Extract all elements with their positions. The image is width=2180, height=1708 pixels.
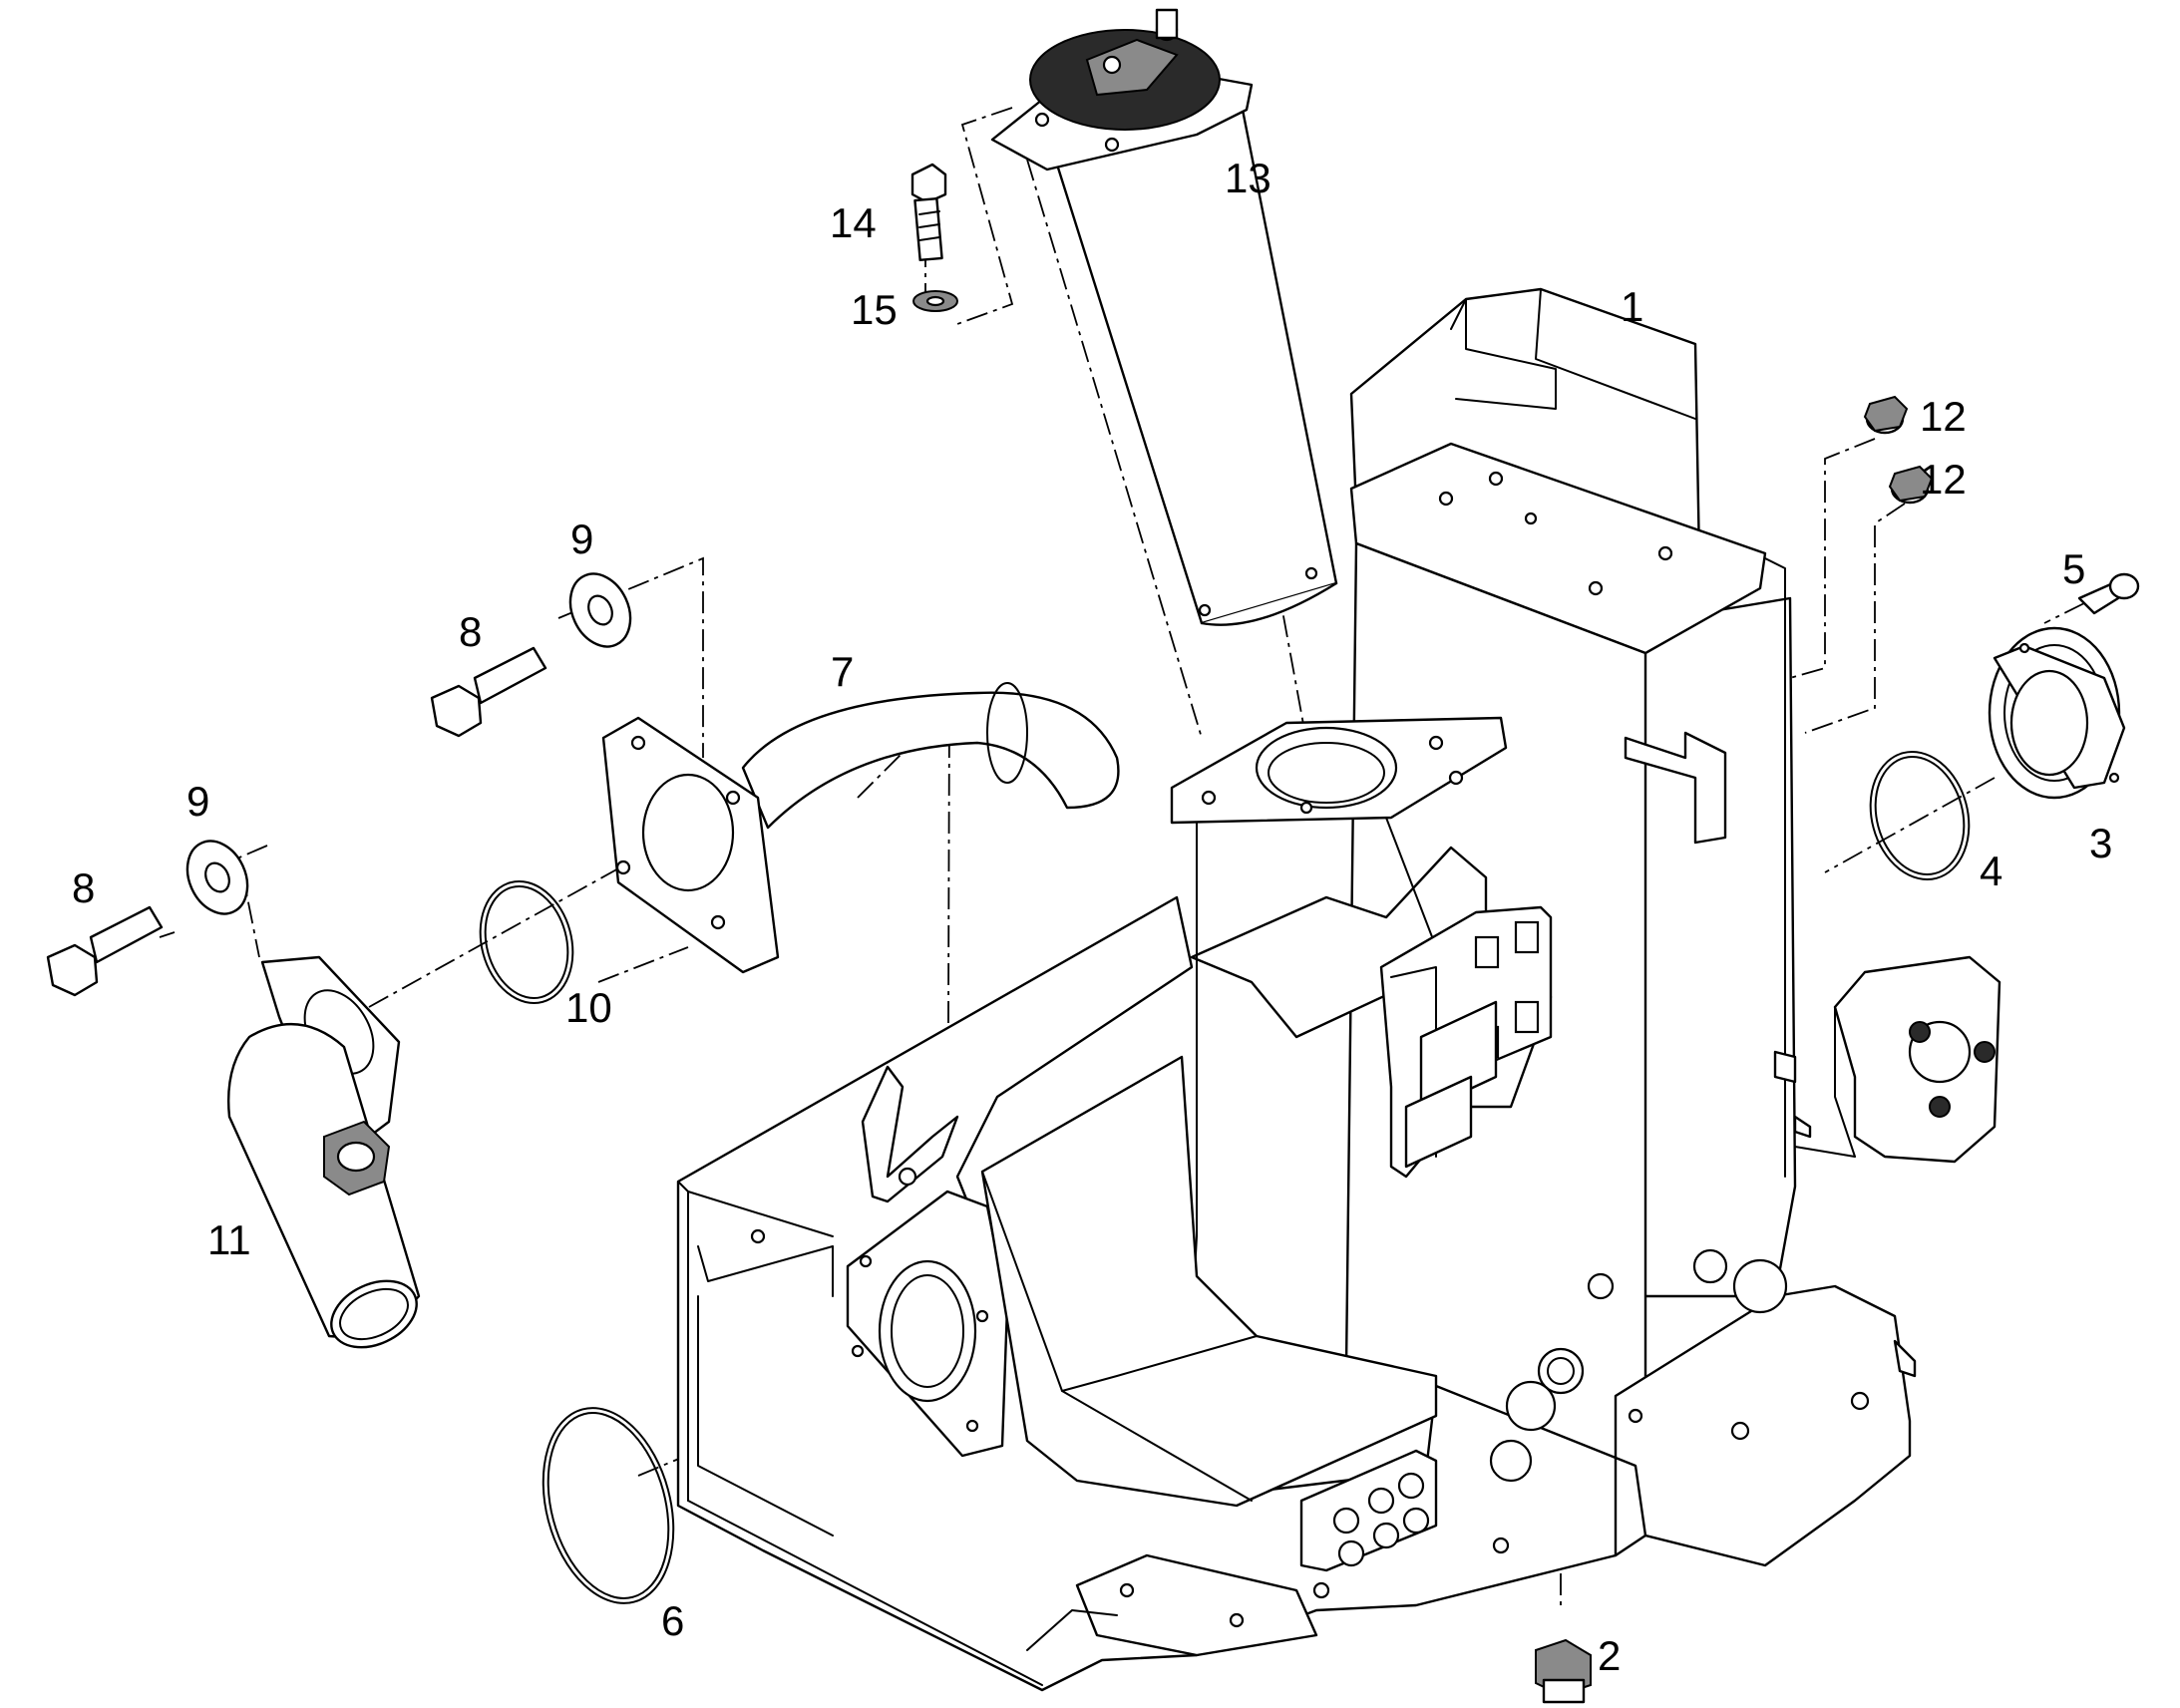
callout-12b: 12 [1920, 456, 1967, 503]
callout-10: 10 [565, 984, 612, 1031]
bolt-8-upper [430, 646, 547, 738]
callout-9a: 9 [570, 515, 593, 562]
callout-9b: 9 [186, 778, 209, 825]
plug-12-upper [1863, 395, 1909, 435]
bolt-8-lower [46, 905, 164, 997]
callout-13: 13 [1225, 155, 1272, 201]
callout-8b: 8 [72, 864, 95, 911]
bent-pipe-7 [601, 682, 1120, 974]
flange-cover-3 [1988, 626, 2126, 800]
callout-4: 4 [1980, 848, 2002, 894]
elbow-pipe-11 [227, 955, 421, 1349]
washer-15 [912, 290, 958, 312]
bolt-14 [910, 163, 947, 262]
o-ring-10 [479, 879, 574, 1005]
cylinder-filter [990, 8, 1338, 626]
callout-6: 6 [661, 1597, 684, 1644]
o-ring-4 [1869, 750, 1971, 881]
screw-5 [2077, 572, 2140, 615]
callout-2: 2 [1598, 1632, 1621, 1679]
main-housing [676, 287, 2001, 1692]
callout-14: 14 [830, 199, 877, 246]
plug-12-lower [1888, 465, 1934, 505]
callout-11: 11 [207, 1216, 251, 1263]
callout-7: 7 [831, 648, 854, 695]
callout-8a: 8 [459, 608, 482, 655]
callout-15: 15 [851, 286, 898, 333]
washer-9-lower [185, 840, 249, 915]
callout-labels: 1 2 3 4 5 6 7 8 8 9 9 10 11 12 12 13 14 … [72, 155, 2112, 1679]
washer-9-upper [568, 572, 632, 648]
callout-12a: 12 [1920, 393, 1967, 440]
o-ring-6 [542, 1407, 675, 1604]
callout-3: 3 [2089, 820, 2112, 866]
callout-1: 1 [1621, 283, 1643, 330]
callout-5: 5 [2062, 545, 2085, 592]
drain-plug-2 [1535, 1638, 1592, 1704]
